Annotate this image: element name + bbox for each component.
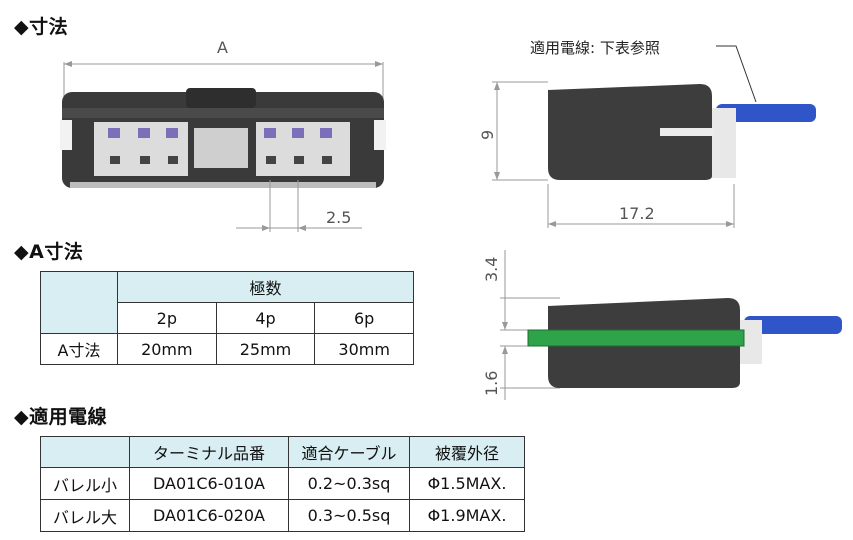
pole-2p-header: 2p xyxy=(117,302,217,334)
dimension-lower-label: 1.6 xyxy=(482,370,501,396)
wire-table: ターミナル品番 適合ケーブル 被覆外径 バレル小 DA01C6-010A 0.2… xyxy=(40,436,525,532)
pole-4p-header: 4p xyxy=(215,302,316,334)
table-row: バレル大 DA01C6-020A 0.3~0.5sq Φ1.9MAX. xyxy=(40,499,525,532)
dimension-pitch-label: 2.5 xyxy=(326,208,352,227)
insulation-diameter-header: 被覆外径 xyxy=(409,436,525,468)
dimension-height-label: 9 xyxy=(478,129,497,140)
pole-6p-header: 6p xyxy=(314,302,414,334)
a-dimension-table: 極数 2p 4p 6p A寸法 20mm 25mm 30mm xyxy=(40,271,414,365)
side-view xyxy=(492,45,816,228)
dimension-upper-label: 3.4 xyxy=(482,256,501,282)
a-value-2p: 20mm xyxy=(117,333,217,365)
mounted-view xyxy=(500,250,842,400)
a-value-6p: 30mm xyxy=(314,333,414,365)
wire-note: 適用電線: 下表参照 xyxy=(530,39,660,57)
a-dimension-heading: ◆A寸法 xyxy=(14,241,84,263)
dimension-length-label: 17.2 xyxy=(619,204,655,223)
a-dimension-row-label: A寸法 xyxy=(40,333,118,365)
a-value-4p: 25mm xyxy=(215,333,316,365)
poles-header: 極数 xyxy=(117,271,414,303)
wire-heading: ◆適用電線 xyxy=(14,406,108,428)
table-row: バレル小 DA01C6-010A 0.2~0.3sq Φ1.5MAX. xyxy=(40,467,525,500)
terminal-number-header: ターミナル品番 xyxy=(129,436,289,468)
dimension-a-label: A xyxy=(217,38,228,57)
front-view xyxy=(60,61,386,232)
compatible-cable-header: 適合ケーブル xyxy=(288,436,410,468)
dimensions-heading: ◆寸法 xyxy=(14,16,69,38)
